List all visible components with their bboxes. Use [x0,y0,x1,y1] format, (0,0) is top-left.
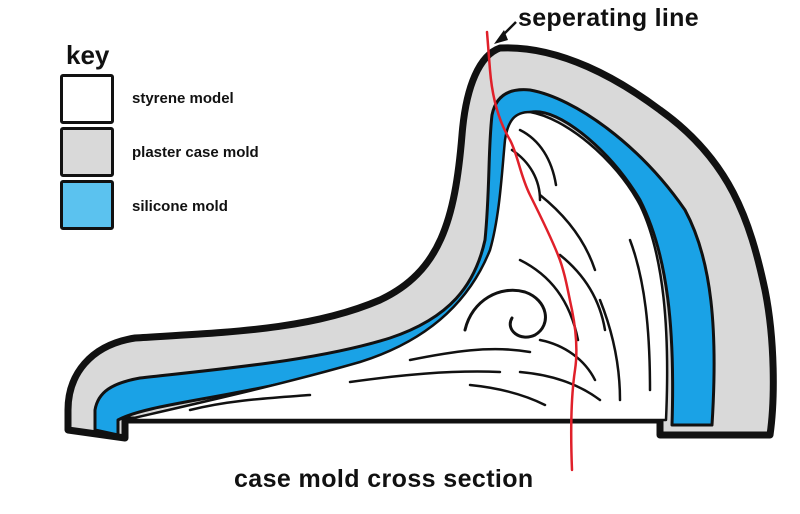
key-swatch-styrene [60,74,114,124]
separating-line [485,30,578,472]
key-label-silicone: silicone mold [132,198,228,215]
key-swatch-plaster [60,127,114,177]
separating-line-arrow [494,21,517,44]
key-label-plaster: plaster case mold [132,144,259,161]
key-label-styrene: styrene model [132,90,234,107]
diagram-caption: case mold cross section [234,465,534,493]
separating-line-label: seperating line [518,4,699,32]
key-title: key [66,40,110,70]
styrene-model [123,110,669,422]
key-swatch-silicone [60,180,114,230]
wave-curl [463,288,547,339]
wave-texture [188,128,652,412]
